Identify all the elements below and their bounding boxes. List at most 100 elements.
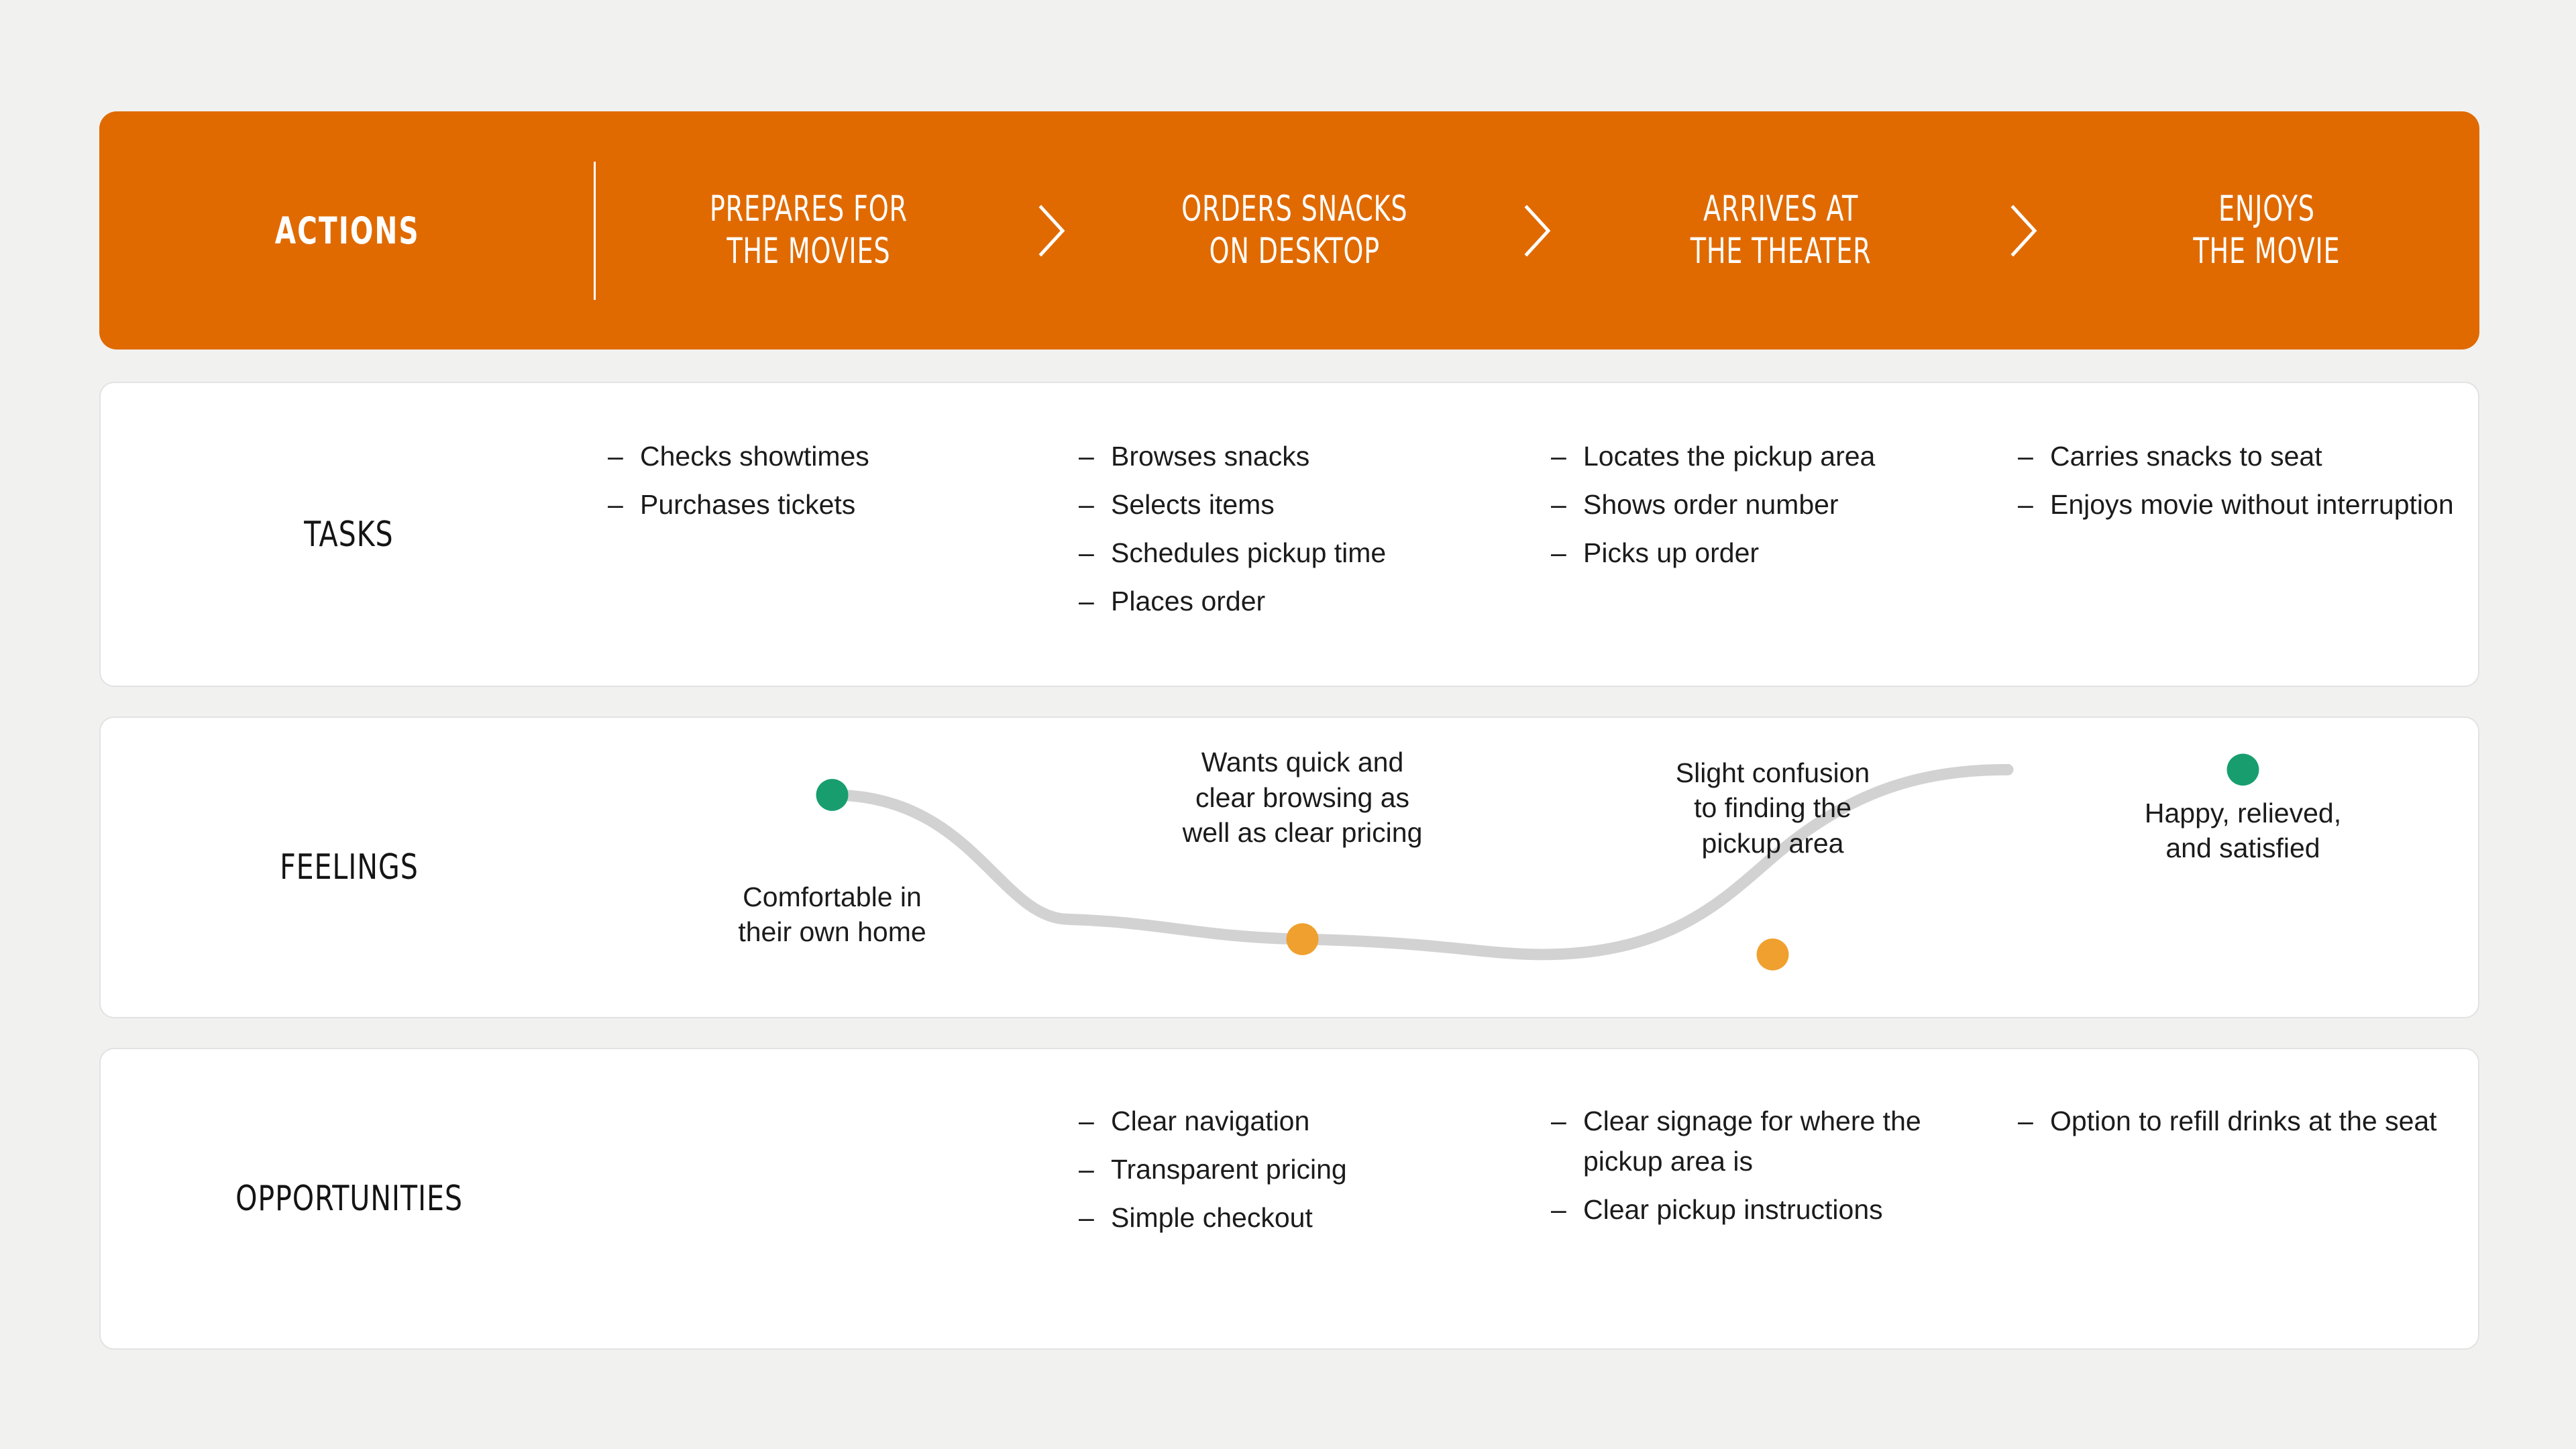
list-item: –Option to refill drinks at the seat bbox=[2018, 1102, 2455, 1142]
feelings-row-label: FEELINGS bbox=[279, 847, 419, 888]
opportunities-column-3: –Clear signage for where the pickup area… bbox=[1539, 1102, 2011, 1238]
bullet-dash-icon: – bbox=[1551, 1193, 1566, 1225]
opportunities-list-3: –Clear signage for where the pickup area… bbox=[1551, 1102, 1988, 1230]
bullet-dash-icon: – bbox=[1079, 441, 1094, 472]
bullet-dash-icon: – bbox=[1079, 585, 1094, 616]
list-item: –Shows order number bbox=[1551, 485, 1988, 525]
list-item: –Places order bbox=[1079, 582, 1516, 622]
list-item: –Clear navigation bbox=[1079, 1102, 1516, 1142]
opportunities-columns: –Clear navigation–Transparent pricing–Si… bbox=[597, 1049, 2478, 1348]
feelings-row-card: FEELINGS Comfortable in their own home W… bbox=[99, 716, 2479, 1018]
list-item-label: Clear navigation bbox=[1111, 1106, 1310, 1136]
list-item: –Locates the pickup area bbox=[1551, 437, 1988, 477]
bullet-dash-icon: – bbox=[1079, 537, 1094, 568]
list-item-label: Browses snacks bbox=[1111, 441, 1310, 472]
bullet-dash-icon: – bbox=[608, 488, 623, 520]
list-item: –Carries snacks to seat bbox=[2018, 437, 2455, 477]
list-item-label: Enjoys movie without interruption bbox=[2050, 488, 2454, 520]
emotion-curve-stage: Comfortable in their own home Wants quic… bbox=[597, 718, 2478, 1017]
list-item-label: Clear signage for where the pickup area … bbox=[1583, 1106, 1921, 1177]
list-item-label: Clear pickup instructions bbox=[1583, 1193, 1883, 1225]
tasks-column-1: –Checks showtimes–Purchases tickets bbox=[597, 437, 1068, 533]
bullet-dash-icon: – bbox=[608, 441, 623, 472]
emotion-curve-line bbox=[826, 763, 2014, 961]
bullet-dash-icon: – bbox=[1551, 441, 1566, 472]
phase-cell-3[interactable]: ARRIVES AT THE THEATER bbox=[1568, 189, 1994, 272]
list-item-label: Selects items bbox=[1111, 488, 1275, 520]
emotion-curve-chart bbox=[816, 753, 2259, 971]
list-item-label: Checks showtimes bbox=[640, 441, 869, 472]
bullet-dash-icon: – bbox=[1079, 1106, 1094, 1136]
tasks-list-4: –Carries snacks to seat –Enjoys movie wit… bbox=[2018, 437, 2455, 525]
opportunities-label-cell: OPPORTUNITIES bbox=[101, 1179, 597, 1219]
opportunities-column-2: –Clear navigation–Transparent pricing–Si… bbox=[1068, 1102, 1539, 1246]
emotion-point-2[interactable] bbox=[1286, 923, 1319, 955]
opportunities-row-label: OPPORTUNITIES bbox=[235, 1179, 463, 1219]
emotion-caption-1: Comfortable in their own home bbox=[738, 881, 926, 948]
phase-list: PREPARES FOR THE MOVIES ORDERS SNACKS ON… bbox=[596, 111, 2479, 350]
phase-chevron-3 bbox=[1994, 202, 2054, 260]
opportunities-row-card: OPPORTUNITIES –Clear navigation–Transpar… bbox=[99, 1048, 2479, 1350]
list-item: –Picks up order bbox=[1551, 533, 1988, 574]
feelings-label-cell: FEELINGS bbox=[101, 847, 597, 888]
list-item: –Enjoys movie without interruption bbox=[2018, 485, 2455, 525]
phase-cell-1[interactable]: PREPARES FOR THE MOVIES bbox=[596, 189, 1022, 272]
tasks-list-3: –Locates the pickup area–Shows order num… bbox=[1551, 437, 1988, 574]
bullet-dash-icon: – bbox=[2018, 1106, 2033, 1136]
actions-title: ACTIONS bbox=[275, 209, 420, 252]
emotion-caption-2: Wants quick and clear browsing as well a… bbox=[1182, 747, 1423, 849]
actions-label-cell: ACTIONS bbox=[99, 111, 596, 350]
phase-label-2: ORDERS SNACKS ON DESKTOP bbox=[1181, 188, 1408, 272]
phase-cell-4[interactable]: ENJOYS THE MOVIE bbox=[2054, 189, 2480, 272]
emotion-point-4[interactable] bbox=[2226, 753, 2259, 786]
list-item-label: Transparent pricing bbox=[1111, 1153, 1347, 1185]
bullet-dash-icon: – bbox=[1551, 1106, 1566, 1136]
list-item-label: Places order bbox=[1111, 585, 1266, 616]
emotion-point-3[interactable] bbox=[1756, 938, 1789, 971]
opportunities-list-2: –Clear navigation–Transparent pricing–Si… bbox=[1079, 1102, 1516, 1238]
bullet-dash-icon: – bbox=[1551, 488, 1566, 520]
list-item-label: Carries snacks to seat bbox=[2050, 441, 2322, 472]
list-item-label: Locates the pickup area bbox=[1583, 441, 1876, 472]
emotion-point-1[interactable] bbox=[816, 779, 849, 811]
list-item: –Selects items bbox=[1079, 485, 1516, 525]
list-item-label: Purchases tickets bbox=[640, 488, 856, 520]
list-item-label: Schedules pickup time bbox=[1111, 537, 1387, 568]
phase-chevron-2 bbox=[1507, 202, 1568, 260]
tasks-row-label: TASKS bbox=[304, 514, 394, 555]
bullet-dash-icon: – bbox=[1079, 488, 1094, 520]
bullet-dash-icon: – bbox=[1079, 1153, 1094, 1185]
phase-label-4: ENJOYS THE MOVIE bbox=[2193, 188, 2341, 272]
emotion-caption-3: Slight confusion to finding the pickup a… bbox=[1675, 757, 1870, 859]
tasks-list-2: –Browses snacks–Selects items–Schedules … bbox=[1079, 437, 1516, 621]
list-item: –Schedules pickup time bbox=[1079, 533, 1516, 574]
bullet-dash-icon: – bbox=[1079, 1201, 1094, 1233]
actions-header-bar: ACTIONS PREPARES FOR THE MOVIES ORDERS S… bbox=[99, 111, 2479, 350]
list-item: –Clear pickup instructions bbox=[1551, 1190, 1988, 1230]
tasks-columns: –Checks showtimes–Purchases tickets –Bro… bbox=[597, 383, 2478, 686]
list-item: –Simple checkout bbox=[1079, 1198, 1516, 1238]
tasks-label-cell: TASKS bbox=[101, 515, 597, 555]
list-item: –Transparent pricing bbox=[1079, 1150, 1516, 1190]
chevron-right-icon bbox=[1038, 204, 1065, 257]
chevron-right-icon bbox=[2010, 204, 2037, 257]
opportunities-column-4: –Option to refill drinks at the seat bbox=[2011, 1102, 2478, 1150]
phase-label-3: ARRIVES AT THE THEATER bbox=[1690, 188, 1872, 272]
phase-label-1: PREPARES FOR THE MOVIES bbox=[709, 188, 908, 272]
tasks-list-1: –Checks showtimes–Purchases tickets bbox=[608, 437, 1045, 525]
tasks-column-2: –Browses snacks–Selects items–Schedules … bbox=[1068, 437, 1539, 629]
list-item-label: Simple checkout bbox=[1111, 1201, 1313, 1233]
tasks-column-4: –Carries snacks to seat –Enjoys movie wit… bbox=[2011, 437, 2478, 533]
tasks-row-card: TASKS –Checks showtimes–Purchases ticket… bbox=[99, 382, 2479, 687]
list-item-label: Picks up order bbox=[1583, 537, 1760, 568]
journey-map-board: ACTIONS PREPARES FOR THE MOVIES ORDERS S… bbox=[99, 111, 2479, 1356]
list-item: –Browses snacks bbox=[1079, 437, 1516, 477]
header-divider bbox=[594, 161, 596, 300]
opportunities-list-4: –Option to refill drinks at the seat bbox=[2018, 1102, 2455, 1142]
list-item: –Checks showtimes bbox=[608, 437, 1045, 477]
emotion-caption-4: Happy, relieved, and satisfied bbox=[2144, 797, 2342, 864]
phase-chevron-1 bbox=[1022, 202, 1082, 260]
phase-cell-2[interactable]: ORDERS SNACKS ON DESKTOP bbox=[1082, 189, 1508, 272]
list-item-label: Option to refill drinks at the seat bbox=[2050, 1106, 2437, 1136]
list-item-label: Shows order number bbox=[1583, 488, 1839, 520]
